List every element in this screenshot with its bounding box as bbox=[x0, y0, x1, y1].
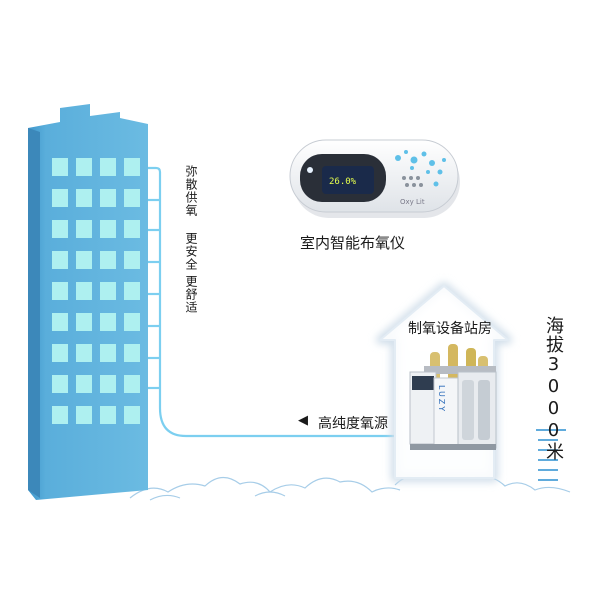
device-dot bbox=[442, 158, 446, 162]
left-arrow-icon: ◀ bbox=[298, 413, 308, 428]
oxygen-source-label: 高纯度氧源 bbox=[318, 416, 388, 432]
building-window bbox=[52, 344, 68, 362]
device-dot bbox=[437, 169, 443, 175]
device-dot bbox=[404, 150, 408, 154]
building-window bbox=[124, 375, 140, 393]
building-window bbox=[124, 344, 140, 362]
building-window bbox=[100, 220, 116, 238]
altitude-scale bbox=[536, 429, 566, 481]
building-window bbox=[76, 251, 92, 269]
device-dot bbox=[410, 166, 414, 170]
altitude-label: 海拔3000米 bbox=[543, 316, 564, 461]
oxygen-pipe bbox=[148, 166, 404, 438]
building-window bbox=[52, 313, 68, 331]
building-window bbox=[100, 406, 116, 424]
building-window bbox=[124, 313, 140, 331]
building-window bbox=[124, 189, 140, 207]
air-device-icon bbox=[289, 139, 460, 218]
building-window bbox=[76, 313, 92, 331]
station-label: 制氧设备站房 bbox=[408, 321, 492, 337]
building-window bbox=[100, 313, 116, 331]
building-window bbox=[100, 251, 116, 269]
device-brand: Oxy Lit bbox=[400, 198, 425, 206]
benefit-diffuse-supply: 弥散供氧 bbox=[184, 165, 198, 217]
device-dot bbox=[395, 155, 401, 161]
building-window bbox=[52, 375, 68, 393]
building-window bbox=[52, 158, 68, 176]
building-window bbox=[76, 158, 92, 176]
device-label: 室内智能布氧仪 bbox=[300, 234, 406, 252]
building-window bbox=[52, 282, 68, 300]
benefit-more-comfortable: 更舒适 bbox=[184, 275, 198, 314]
building-window bbox=[100, 189, 116, 207]
building-window bbox=[124, 158, 140, 176]
building-window bbox=[76, 220, 92, 238]
cabinet-brand: LUZY bbox=[437, 385, 446, 414]
building-window bbox=[52, 251, 68, 269]
mountain-icon bbox=[129, 471, 571, 501]
building-window bbox=[124, 282, 140, 300]
building-window bbox=[100, 344, 116, 362]
building-window bbox=[124, 406, 140, 424]
building-icon bbox=[28, 104, 148, 500]
building-window bbox=[124, 251, 140, 269]
device-dot bbox=[429, 160, 435, 166]
device-dot bbox=[421, 151, 427, 157]
building-window bbox=[52, 189, 68, 207]
device-dot bbox=[433, 181, 439, 187]
building-window bbox=[76, 406, 92, 424]
building-window bbox=[100, 375, 116, 393]
device-dot bbox=[426, 170, 430, 174]
benefit-safer: 更安全 bbox=[184, 232, 198, 271]
building-window bbox=[100, 158, 116, 176]
device-dot bbox=[410, 156, 418, 164]
building-window bbox=[76, 344, 92, 362]
oxygen-generator-icon bbox=[409, 344, 497, 450]
building-window bbox=[52, 406, 68, 424]
building-window bbox=[76, 375, 92, 393]
building-window bbox=[52, 220, 68, 238]
building-window bbox=[124, 220, 140, 238]
building-window bbox=[76, 282, 92, 300]
building-window bbox=[100, 282, 116, 300]
device-screen-readout: 26.0% bbox=[329, 177, 357, 187]
building-window bbox=[76, 189, 92, 207]
